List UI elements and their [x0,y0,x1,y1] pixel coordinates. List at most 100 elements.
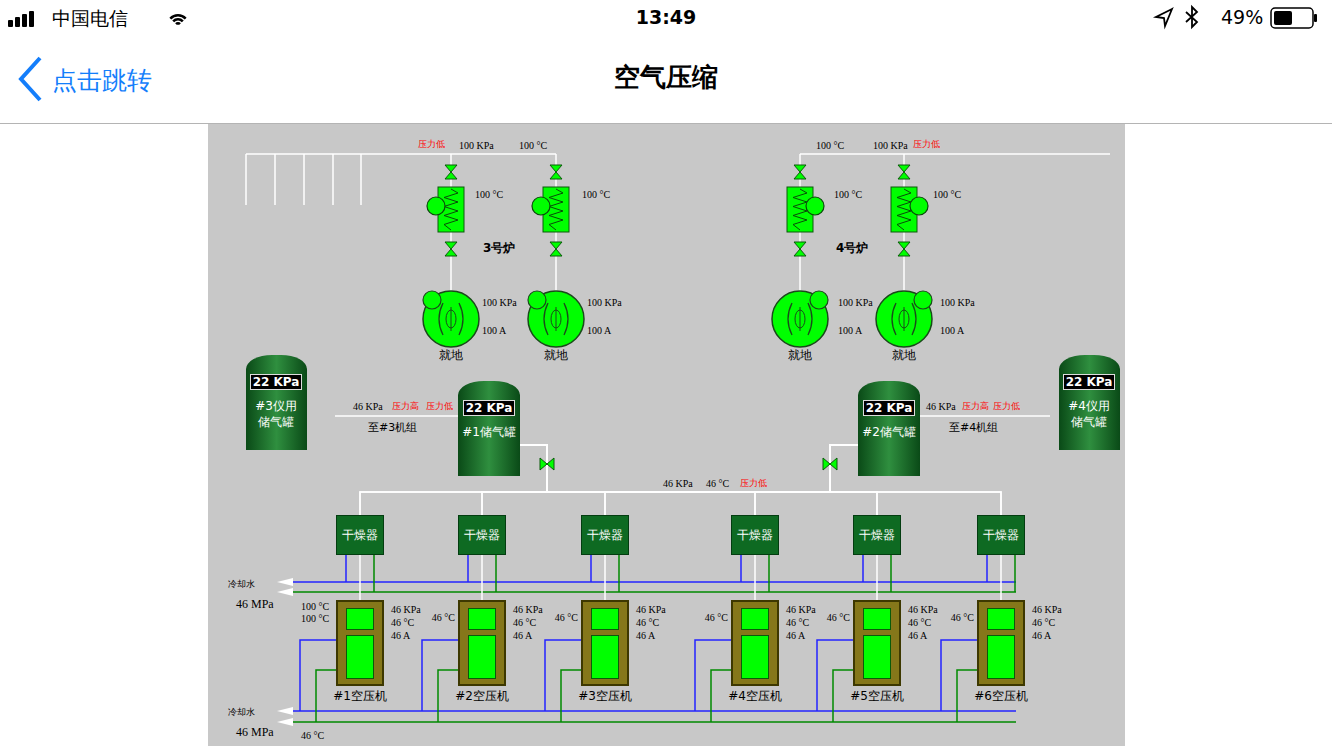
pipe-connector [1000,555,1002,600]
dryer-box: 干燥器 [853,515,901,555]
pressure-display: 22 KPa [863,400,916,416]
flow-arrow [277,578,293,586]
fan-motor [528,291,546,309]
pipe-connector [755,445,858,515]
value-label: 46 °C [513,617,536,628]
pipe-connector [481,555,483,600]
fan-motor [423,291,441,309]
signal-bar [15,17,20,27]
compressor-screen [468,608,496,630]
back-chevron [21,58,40,100]
dryer-box: 干燥器 [581,515,629,555]
valve-symbol [898,165,910,179]
dryer-name: 干燥器 [737,527,773,544]
fan-shaft [904,307,905,331]
value-label: 100 A [940,325,964,336]
pipe [986,555,988,582]
compressor-screen [863,608,891,630]
panel-ground [208,124,1125,746]
compressor-screen [863,635,891,679]
value-label: 46 KPa [353,401,383,412]
pipe [292,591,1016,593]
value-label: 46 KPa [513,604,543,615]
pipe-connector [876,555,878,600]
fan-blade [439,303,463,335]
fan-blade [788,303,812,335]
pipe [711,670,731,722]
value-label: 46 °C [951,612,974,623]
pipe [292,581,1016,583]
valve-symbol [794,165,806,179]
storage-tank: 22 KPa#3仪用储气罐 [246,355,307,450]
pressure-display: 22 KPa [1063,374,1116,390]
fan-label: 就地 [770,347,830,364]
pipe [545,640,581,711]
value-label: 46 A [636,630,655,641]
pipe-connector [604,555,606,600]
destination-label: 至#4机组 [949,420,998,435]
pipe [799,232,801,291]
alarm-label: 压力高 [392,400,419,413]
value-label: 100 KPa [482,297,517,308]
blower-fan: 就地 [770,289,830,365]
compressor-name: #6空压机 [961,688,1041,705]
battery-level [1274,11,1292,25]
valve-symbol [898,242,910,256]
value-label: 100 °C [519,140,547,151]
compressor-body [853,600,901,686]
clock-text: 13:49 [636,6,696,28]
valve-symbol [550,165,562,179]
pressure-display: 22 KPa [463,400,516,416]
dryer-name: 干燥器 [464,527,500,544]
fan-motor [914,291,932,309]
compressor-name: #2空压机 [442,688,522,705]
blower-fan: 就地 [421,289,481,365]
pipe [345,555,347,582]
pressure-label: 46 MPa [236,597,274,612]
pipe [561,670,581,722]
alarm-label: 压力低 [418,138,445,151]
value-label: 46 °C [827,612,850,623]
pipe [373,555,375,592]
pipe-connector [754,555,756,600]
fan-label: 就地 [421,347,481,364]
alarm-label: 压力低 [993,400,1020,413]
fan-body [772,291,828,347]
compressor-unit: #1空压机 [320,600,400,704]
page-title: 空气压缩 [416,60,916,95]
fan-body [876,291,932,347]
exchanger-coil [897,189,911,230]
pipe [862,555,864,582]
compressor-name: #4空压机 [715,688,795,705]
flow-arrow [277,718,293,726]
exchanger-pump [532,197,550,215]
pressure-label: 46 MPa [236,725,274,740]
status-text: 中国电信 [52,6,128,32]
compressor-name: #3空压机 [565,688,645,705]
pipe [438,670,458,722]
fan-blade [892,303,916,335]
value-label: 46 A [1032,630,1051,641]
value-label: 46 A [786,630,805,641]
pipe [246,153,556,155]
alarm-label: 压力高 [962,400,989,413]
pipe-connector [520,445,877,515]
pipe [467,555,469,582]
pipe [303,154,305,205]
compressor-screen [591,608,619,630]
value-label: 46 KPa [663,478,693,489]
exchanger-coil [444,189,458,230]
value-label: 46 °C [706,478,729,489]
tank-name: #3仪用储气罐 [246,398,307,430]
compressor-screen [346,635,374,679]
storage-tank: 22 KPa#4仪用储气罐 [1059,355,1120,450]
tank-name: #1储气罐 [458,424,520,440]
exchanger-pump [427,197,445,215]
back-button: 点击跳转 [52,64,152,97]
value-label: 46 KPa [786,604,816,615]
water-label: 冷却水 [228,706,255,719]
